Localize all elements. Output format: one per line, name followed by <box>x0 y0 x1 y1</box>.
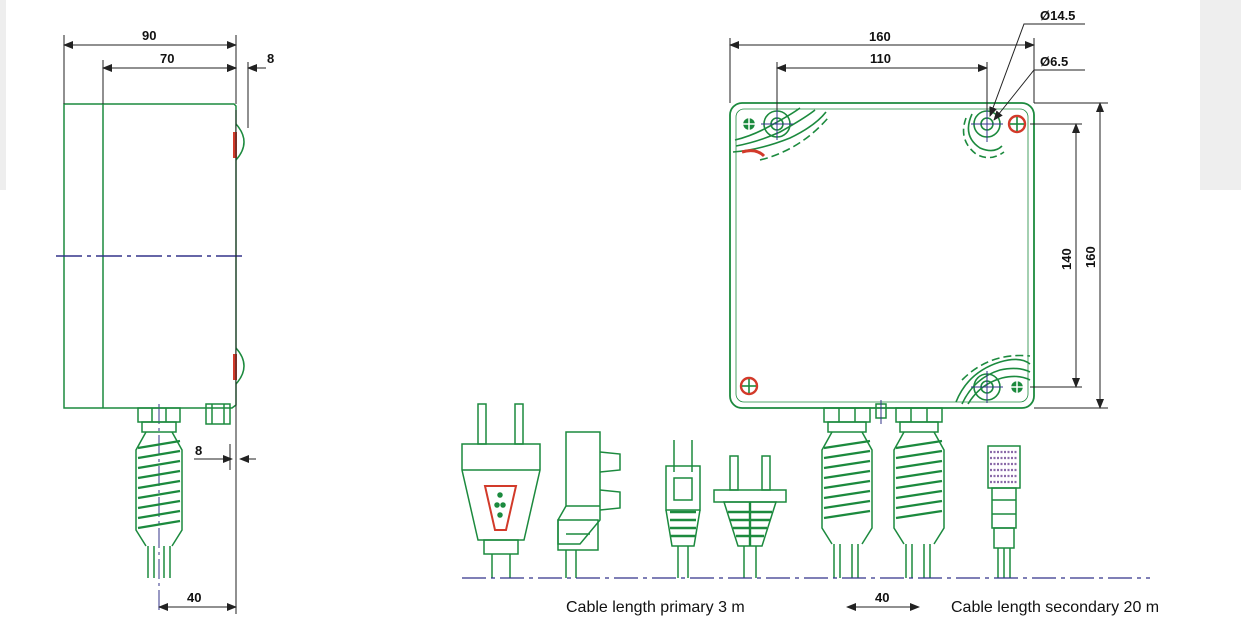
secondary-connector <box>987 445 1021 578</box>
corner-top-left <box>732 107 829 161</box>
plug-us <box>665 440 701 578</box>
side-cable-gland <box>135 407 183 578</box>
plug-uk <box>557 431 621 578</box>
side-dim-8-bottom: 8 <box>195 443 202 458</box>
side-dim-90: 90 <box>142 28 156 43</box>
front-dimension-lines <box>729 23 1108 611</box>
side-small-gland <box>205 403 231 425</box>
side-dim-40: 40 <box>187 590 201 605</box>
side-dim-8-top: 8 <box>267 51 274 66</box>
front-dim-diameter-6-5: Ø6.5 <box>1040 54 1068 69</box>
side-view: 90 70 8 8 40 <box>56 28 274 614</box>
front-dim-160-height: 160 <box>1083 246 1098 268</box>
front-view-body <box>729 102 1035 409</box>
corner-top-right <box>962 106 1027 159</box>
plug-euro <box>713 455 787 578</box>
front-middle-screw <box>875 400 887 424</box>
front-dim-diameter-14-5: Ø14.5 <box>1040 8 1075 23</box>
front-view: 160 110 Ø14.5 Ø6.5 140 160 40 <box>729 8 1108 611</box>
front-dim-160-width: 160 <box>869 29 891 44</box>
front-gland-secondary <box>893 407 945 578</box>
caption-primary-cable-length: Cable length primary 3 m <box>566 599 745 616</box>
side-tab-bottom-red <box>233 354 237 380</box>
side-dim-70: 70 <box>160 51 174 66</box>
corner-bottom-right <box>955 354 1031 405</box>
corner-bottom-left <box>739 376 759 396</box>
front-dim-140: 140 <box>1059 248 1074 270</box>
side-tab-top-red <box>233 132 237 158</box>
front-dim-40: 40 <box>875 590 889 605</box>
front-gland-primary <box>821 407 873 578</box>
side-dimension-lines <box>63 35 266 614</box>
grey-panel-right <box>1200 0 1241 190</box>
plug-schuko <box>461 403 541 578</box>
front-dim-110: 110 <box>870 51 891 66</box>
grey-panel-left <box>0 0 6 190</box>
caption-secondary-cable-length: Cable length secondary 20 m <box>951 599 1160 616</box>
